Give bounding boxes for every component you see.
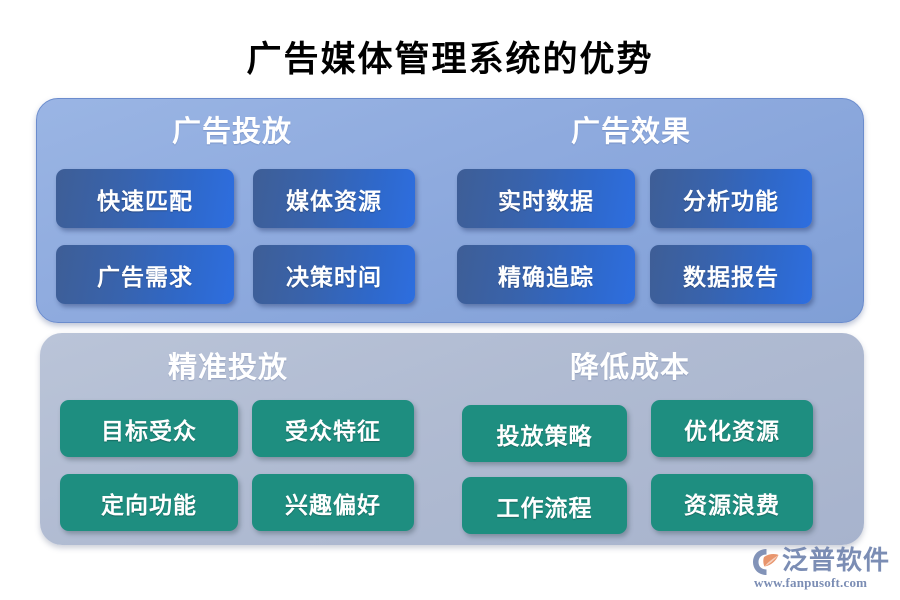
card-ad-demand[interactable]: 广告需求 xyxy=(56,245,234,304)
card-decision-time[interactable]: 决策时间 xyxy=(253,245,415,304)
brand-logo: 泛普软件 www.fanpusoft.com xyxy=(752,546,892,594)
section-heading-cost-reduction: 降低成本 xyxy=(570,352,691,384)
card-resource-waste[interactable]: 资源浪费 xyxy=(651,474,813,531)
fanpu-leaf-icon xyxy=(753,549,779,575)
card-data-report[interactable]: 数据报告 xyxy=(650,245,812,304)
card-analysis-function[interactable]: 分析功能 xyxy=(650,169,812,228)
logo-website-url: www.fanpusoft.com xyxy=(754,575,868,590)
card-audience-traits[interactable]: 受众特征 xyxy=(252,400,414,457)
logo-company-name: 泛普软件 xyxy=(782,546,891,575)
card-media-resource[interactable]: 媒体资源 xyxy=(253,169,415,228)
card-delivery-strategy[interactable]: 投放策略 xyxy=(462,405,627,462)
card-precise-tracking[interactable]: 精确追踪 xyxy=(457,245,635,304)
card-fast-match[interactable]: 快速匹配 xyxy=(56,169,234,228)
section-heading-ad-effect: 广告效果 xyxy=(571,116,692,148)
card-optimize-resources[interactable]: 优化资源 xyxy=(651,400,813,457)
card-interest-preference[interactable]: 兴趣偏好 xyxy=(252,474,414,531)
section-heading-precise-delivery: 精准投放 xyxy=(168,352,289,384)
section-heading-ad-delivery: 广告投放 xyxy=(172,116,293,148)
card-realtime-data[interactable]: 实时数据 xyxy=(457,169,635,228)
card-targeting-function[interactable]: 定向功能 xyxy=(60,474,238,531)
card-work-flow[interactable]: 工作流程 xyxy=(462,477,627,534)
page-title: 广告媒体管理系统的优势 xyxy=(246,40,654,79)
card-target-audience[interactable]: 目标受众 xyxy=(60,400,238,457)
